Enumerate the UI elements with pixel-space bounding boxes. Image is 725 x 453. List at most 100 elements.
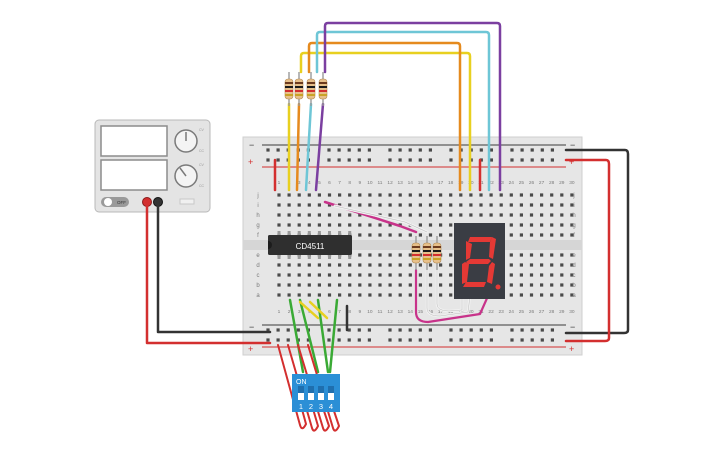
rail-hole[interactable]	[388, 158, 392, 162]
rail-hole[interactable]	[347, 158, 351, 162]
rail-hole[interactable]	[428, 328, 432, 332]
breadboard-hole[interactable]	[358, 213, 362, 217]
breadboard-hole[interactable]	[338, 263, 342, 267]
breadboard-hole[interactable]	[540, 193, 544, 197]
breadboard-hole[interactable]	[459, 203, 463, 207]
rail-hole[interactable]	[266, 148, 270, 152]
breadboard-hole[interactable]	[307, 293, 311, 297]
dip-switch[interactable]: ON 1 2 3 4	[292, 374, 340, 412]
breadboard-hole[interactable]	[509, 273, 513, 277]
rail-hole[interactable]	[418, 328, 422, 332]
rail-hole[interactable]	[306, 338, 310, 342]
breadboard-hole[interactable]	[529, 283, 534, 287]
rail-hole[interactable]	[479, 328, 483, 332]
wire-red-dip-4[interactable]	[307, 344, 340, 432]
rail-hole[interactable]	[479, 338, 483, 342]
rail-hole[interactable]	[286, 328, 290, 332]
wire-red-dip-3[interactable]	[297, 344, 330, 432]
breadboard-hole[interactable]	[459, 193, 463, 197]
breadboard-hole[interactable]	[398, 293, 402, 297]
breadboard-hole[interactable]	[509, 213, 513, 217]
breadboard-hole[interactable]	[560, 193, 564, 197]
wire-green-4[interactable]	[328, 298, 339, 374]
breadboard-hole[interactable]	[378, 273, 382, 277]
rail-hole[interactable]	[550, 148, 554, 152]
breadboard-hole[interactable]	[519, 253, 523, 257]
breadboard-hole[interactable]	[327, 193, 332, 197]
rail-hole[interactable]	[510, 148, 514, 152]
breadboard-hole[interactable]	[540, 263, 544, 267]
breadboard-hole[interactable]	[560, 273, 564, 277]
breadboard-hole[interactable]	[398, 203, 402, 207]
breadboard-hole[interactable]	[307, 283, 311, 287]
wire-purple-lead[interactable]	[314, 102, 325, 192]
breadboard-hole[interactable]	[439, 263, 443, 267]
rail-hole[interactable]	[530, 158, 534, 162]
breadboard-hole[interactable]	[368, 283, 372, 287]
rail-hole[interactable]	[479, 148, 483, 152]
breadboard-hole[interactable]	[307, 203, 311, 207]
rail-hole[interactable]	[540, 338, 544, 342]
breadboard-hole[interactable]	[459, 213, 463, 217]
breadboard-hole[interactable]	[449, 253, 453, 257]
breadboard-hole[interactable]	[317, 283, 321, 287]
wire-orange-top[interactable]	[307, 41, 462, 192]
breadboard-hole[interactable]	[368, 273, 372, 277]
breadboard-hole[interactable]	[519, 233, 523, 237]
rail-hole[interactable]	[357, 158, 361, 162]
rail-hole[interactable]	[489, 158, 493, 162]
rail-hole[interactable]	[530, 148, 534, 152]
rail-hole[interactable]	[469, 338, 473, 342]
rail-hole[interactable]	[276, 338, 280, 342]
rail-hole[interactable]	[327, 328, 331, 332]
breadboard-hole[interactable]	[327, 223, 332, 227]
rail-hole[interactable]	[428, 338, 432, 342]
breadboard-hole[interactable]	[428, 203, 433, 207]
breadboard-hole[interactable]	[297, 283, 301, 287]
breadboard-hole[interactable]	[287, 293, 291, 297]
breadboard-hole[interactable]	[327, 213, 332, 217]
rail-hole[interactable]	[327, 338, 331, 342]
breadboard-hole[interactable]	[560, 253, 564, 257]
breadboard-hole[interactable]	[297, 293, 301, 297]
breadboard-hole[interactable]	[519, 193, 523, 197]
breadboard-hole[interactable]	[529, 263, 534, 267]
breadboard-hole[interactable]	[540, 213, 544, 217]
breadboard-hole[interactable]	[297, 213, 301, 217]
breadboard-hole[interactable]	[307, 213, 311, 217]
power-supply[interactable]: CV CC CV CC OFF	[94, 119, 211, 213]
breadboard-hole[interactable]	[540, 283, 544, 287]
breadboard-hole[interactable]	[529, 293, 534, 297]
breadboard-hole[interactable]	[408, 253, 412, 257]
breadboard-hole[interactable]	[570, 293, 574, 297]
wire-red-dip-2[interactable]	[287, 344, 319, 432]
breadboard-hole[interactable]	[307, 193, 311, 197]
rail-hole[interactable]	[337, 338, 341, 342]
breadboard-hole[interactable]	[277, 263, 281, 267]
breadboard-hole[interactable]	[368, 263, 372, 267]
breadboard-hole[interactable]	[277, 193, 281, 197]
breadboard-hole[interactable]	[509, 193, 513, 197]
breadboard-hole[interactable]	[479, 203, 483, 207]
rail-hole[interactable]	[550, 158, 554, 162]
wire-magenta-display[interactable]	[414, 268, 490, 324]
breadboard-hole[interactable]	[479, 213, 483, 217]
rail-hole[interactable]	[337, 148, 341, 152]
breadboard-hole[interactable]	[317, 293, 321, 297]
breadboard-hole[interactable]	[317, 193, 321, 197]
breadboard-hole[interactable]	[519, 273, 523, 277]
breadboard-hole[interactable]	[428, 293, 433, 297]
rail-hole[interactable]	[388, 328, 392, 332]
wire-green-1[interactable]	[288, 298, 305, 374]
breadboard-hole[interactable]	[368, 253, 372, 257]
breadboard-hole[interactable]	[358, 273, 362, 277]
breadboard-hole[interactable]	[388, 293, 392, 297]
breadboard-hole[interactable]	[408, 273, 412, 277]
rail-hole[interactable]	[489, 148, 493, 152]
breadboard-hole[interactable]	[519, 263, 523, 267]
breadboard-hole[interactable]	[277, 213, 281, 217]
wire-green-2[interactable]	[298, 298, 320, 374]
rail-hole[interactable]	[367, 158, 371, 162]
rail-hole[interactable]	[408, 148, 412, 152]
wire-rail-negative-jumper[interactable]	[564, 148, 630, 335]
